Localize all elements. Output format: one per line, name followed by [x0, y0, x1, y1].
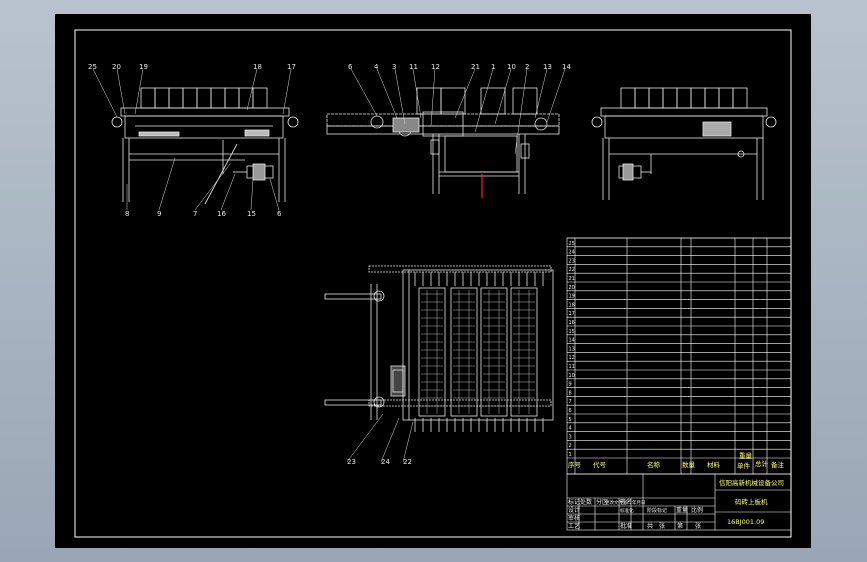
label-side-1: 1: [491, 63, 495, 71]
label-side-12: 12: [431, 63, 440, 71]
label-side-11: 11: [409, 63, 418, 71]
bom-header-remarks: 备注: [771, 460, 785, 469]
label-side-21: 21: [471, 63, 480, 71]
label-plan-23: 23: [347, 458, 356, 466]
label-side-4: 4: [374, 63, 379, 71]
bom-header-weight: 重量: [739, 452, 753, 460]
bom-table: [566, 237, 792, 475]
bom-row-number: 25: [569, 241, 575, 247]
bom-row-number: 17: [569, 311, 575, 317]
drawing-title: 码砖上板机: [735, 497, 768, 506]
tb-sheet: 张: [695, 522, 701, 530]
bom-row-number: 20: [569, 285, 575, 291]
cad-drawing: 25 20 19 18 17 8 9 7 16 15 6 6 4 3 11: [74, 29, 792, 538]
bom-row-number: 5: [569, 417, 572, 423]
label-plan-24: 24: [381, 458, 390, 466]
label-plan-22: 22: [403, 458, 412, 466]
front-view-labels: [92, 68, 292, 211]
label-front-16: 16: [217, 210, 226, 218]
bom-header-qty: 数量: [682, 460, 696, 469]
tb-sign: 签名: [620, 498, 632, 506]
plan-view-labels: [346, 413, 414, 463]
drawing-number: 16BJ001.09: [727, 518, 764, 526]
bom-row-number: 13: [569, 346, 575, 352]
side-view: [326, 87, 560, 198]
bom-row-number: 15: [569, 329, 575, 335]
label-front-8: 8: [125, 210, 129, 218]
title-block: [566, 473, 792, 531]
plan-view: [324, 265, 554, 432]
bom-row-lines: [567, 237, 791, 459]
tb-design: 设计: [568, 506, 580, 514]
end-view: [591, 87, 777, 200]
tb-mark: 标记: [568, 498, 580, 506]
bom-header-name: 名称: [647, 460, 661, 469]
bom-row-number: 6: [569, 408, 572, 414]
tb-zone: 分区: [596, 498, 608, 506]
brick-pattern: [421, 290, 535, 414]
bom-row-number: 11: [569, 364, 575, 370]
tb-review: 审核: [568, 514, 580, 522]
drawing-sheet: 25 20 19 18 17 8 9 7 16 15 6 6 4 3 11: [55, 14, 811, 548]
bricks-end: [620, 87, 748, 109]
label-front-18: 18: [253, 63, 262, 71]
tb-process: 工艺: [568, 522, 580, 530]
tb-total: 共: [647, 522, 653, 530]
bom-row-number: 18: [569, 302, 575, 308]
label-front-15: 15: [247, 210, 256, 218]
label-front-25: 25: [88, 63, 97, 71]
bom-row-number: 24: [569, 250, 575, 256]
tb-count: 处数: [580, 498, 592, 506]
tb-standardize: 标准化: [620, 507, 634, 514]
label-front-7: 7: [193, 210, 197, 218]
bom-row-number: 9: [569, 382, 572, 388]
bom-header-no: 序号: [568, 460, 582, 469]
bom-row-number: 8: [569, 390, 572, 396]
bom-header-code: 代号: [593, 460, 607, 469]
bom-row-number: 2: [569, 443, 572, 449]
company-name: 信阳高新机械设备公司: [719, 478, 784, 487]
label-side-2: 2: [525, 63, 529, 71]
tb-weight: 重量: [676, 506, 688, 514]
brick-grid: [418, 287, 538, 417]
label-side-10: 10: [507, 63, 516, 71]
bricks-side: [416, 87, 538, 115]
label-front-19: 19: [139, 63, 148, 71]
bom-row-numbers: 2524232221201918171615141312111098765432…: [569, 241, 575, 458]
tb-stage: 阶段标记: [647, 507, 667, 514]
tb-sheets: 张: [659, 522, 665, 530]
bom-row-number: 14: [569, 338, 575, 344]
label-front-9: 9: [157, 210, 161, 218]
tb-no: 第: [677, 522, 683, 530]
label-side-14: 14: [562, 63, 571, 71]
tb-approve: 批准: [620, 522, 632, 530]
bom-header-material: 材料: [707, 460, 721, 469]
front-view: [111, 87, 299, 205]
bom-row-number: 12: [569, 355, 575, 361]
label-side-3: 3: [392, 63, 396, 71]
bom-row-number: 21: [569, 276, 575, 282]
label-front-17: 17: [287, 63, 296, 71]
tb-date: 年月日: [632, 499, 646, 506]
bom-row-number: 16: [569, 320, 575, 326]
bom-row-number: 7: [569, 399, 572, 405]
bom-row-number: 10: [569, 373, 575, 379]
bom-row-number: 1: [569, 452, 572, 458]
bom-row-number: 23: [569, 258, 575, 264]
bom-row-number: 3: [569, 434, 572, 440]
bom-row-number: 22: [569, 267, 575, 273]
bom-header-unit: 单件: [737, 461, 751, 470]
label-side-13: 13: [543, 63, 552, 71]
bom-row-number: 19: [569, 294, 575, 300]
label-side-6: 6: [348, 63, 353, 71]
label-front-6: 6: [277, 210, 282, 218]
bom-header-total: 总计: [755, 459, 769, 468]
tb-change-doc: 更改文件号: [605, 499, 628, 506]
side-view-labels: [350, 68, 566, 155]
tb-scale: 比例: [691, 506, 703, 514]
label-front-20: 20: [112, 63, 121, 71]
bom-row-number: 4: [569, 426, 572, 432]
